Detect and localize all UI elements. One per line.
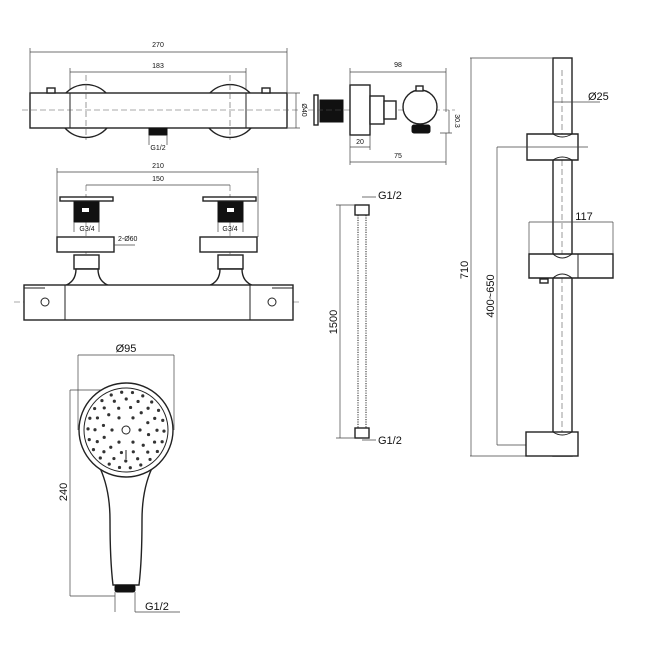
nozzle-dot	[112, 399, 116, 403]
nozzle-dot	[117, 416, 121, 420]
dim-handle-spacing: 183	[152, 63, 164, 70]
nozzle-dot	[150, 400, 154, 404]
nozzle-dot	[161, 418, 165, 422]
nozzle-dot	[109, 445, 113, 449]
nozzle-dot	[146, 432, 151, 437]
nozzle-dot	[136, 457, 140, 461]
nozzle-dot	[148, 457, 152, 462]
nozzle-dot	[107, 462, 111, 466]
dim-rail-diameter: Ø25	[588, 91, 609, 103]
nozzle-dot	[156, 408, 161, 412]
nozzle-pattern	[86, 390, 166, 470]
nozzle-dot	[155, 428, 159, 432]
dim-outlet-offset: 75	[394, 153, 402, 160]
nozzle-dot	[100, 398, 104, 403]
nozzle-dot	[146, 450, 150, 454]
nozzle-dot	[112, 456, 116, 461]
mount-hole	[40, 297, 50, 307]
dim-overall-width: 270	[152, 42, 164, 49]
nozzle-dot	[128, 405, 133, 410]
nozzle-dot	[110, 428, 114, 432]
nozzle-dot	[152, 440, 157, 444]
dim-hose-length: 1500	[328, 310, 340, 334]
nozzle-dot	[107, 413, 111, 417]
dim-adjustable-range: 400~650	[485, 274, 497, 317]
nozzle-dot	[102, 450, 106, 454]
nozzle-dot	[139, 463, 143, 467]
slide-rail: 710 Ø25 400~650 117	[459, 57, 614, 457]
nozzle-dot	[162, 429, 166, 433]
valve-front-view: 210 150 G3/4 G3/4 2-Ø60	[14, 163, 300, 321]
nozzle-dot	[117, 440, 121, 444]
hose-bottom-thread: G1/2	[378, 435, 402, 447]
dim-body-diameter: Ø40	[300, 103, 307, 116]
inlet-thread-left: G3/4	[79, 226, 94, 233]
nozzle-dot	[87, 438, 91, 442]
nozzle-dot	[120, 390, 124, 394]
dim-inlet-spacing: 150	[152, 176, 164, 183]
inlet-thread-right: G3/4	[222, 226, 237, 233]
nozzle-dot	[141, 394, 145, 398]
dim-shower-length: 240	[58, 483, 70, 501]
nozzle-dot	[136, 399, 140, 404]
nozzle-dot	[117, 406, 121, 410]
dim-head-diameter: Ø95	[116, 343, 137, 355]
nozzle-dot	[93, 428, 97, 432]
nozzle-dot	[141, 443, 145, 447]
dim-inlet-width: 210	[152, 163, 164, 170]
nozzle-dot	[155, 449, 159, 454]
nozzle-dot	[131, 450, 135, 454]
nozzle-dot	[91, 448, 96, 452]
nozzle-dot	[146, 406, 150, 410]
nozzle-dot	[86, 427, 90, 431]
nozzle-dot	[98, 456, 102, 460]
outlet-thread-label: G1/2	[150, 145, 165, 152]
valve-side-view: 98 20 75 30.3	[308, 62, 460, 165]
nozzle-dot	[131, 440, 135, 444]
nozzle-dot	[131, 416, 135, 420]
nozzle-dot	[95, 440, 99, 444]
nozzle-dot	[101, 423, 106, 428]
nozzle-dot	[138, 428, 142, 432]
hose-top-thread: G1/2	[378, 190, 402, 202]
valve-top-view: 270 183 G1/2 Ø40	[22, 42, 307, 152]
nozzle-dot	[139, 411, 143, 415]
nozzle-dot	[109, 393, 113, 397]
nozzle-dot	[88, 416, 92, 420]
nozzle-dot	[146, 421, 150, 425]
nozzle-dot	[117, 465, 122, 470]
nozzle-dot	[124, 459, 128, 463]
nozzle-dot	[124, 397, 128, 401]
dim-flange-depth: 20	[356, 139, 364, 146]
nozzle-dot	[119, 450, 124, 455]
nozzle-dot	[102, 406, 106, 410]
nozzle-dot	[93, 406, 97, 411]
nozzle-dot	[160, 440, 164, 444]
nozzle-dot	[130, 390, 135, 395]
dim-outlet-height: 30.3	[453, 114, 460, 128]
shower-hose: G1/2 G1/2 1500	[328, 190, 402, 447]
dim-depth: 98	[394, 62, 402, 69]
nozzle-dot	[128, 466, 132, 470]
shower-thread-label: G1/2	[145, 601, 169, 613]
mount-hole	[267, 297, 277, 307]
hand-shower: Ø95 240 G1/2	[58, 343, 180, 613]
dim-holder-width: 117	[575, 211, 593, 223]
nozzle-dot	[95, 416, 100, 420]
nozzle-dot	[102, 435, 106, 439]
dim-rail-height: 710	[459, 261, 471, 279]
escutcheon-label: 2-Ø60	[118, 236, 138, 243]
nozzle-dot	[153, 416, 157, 420]
